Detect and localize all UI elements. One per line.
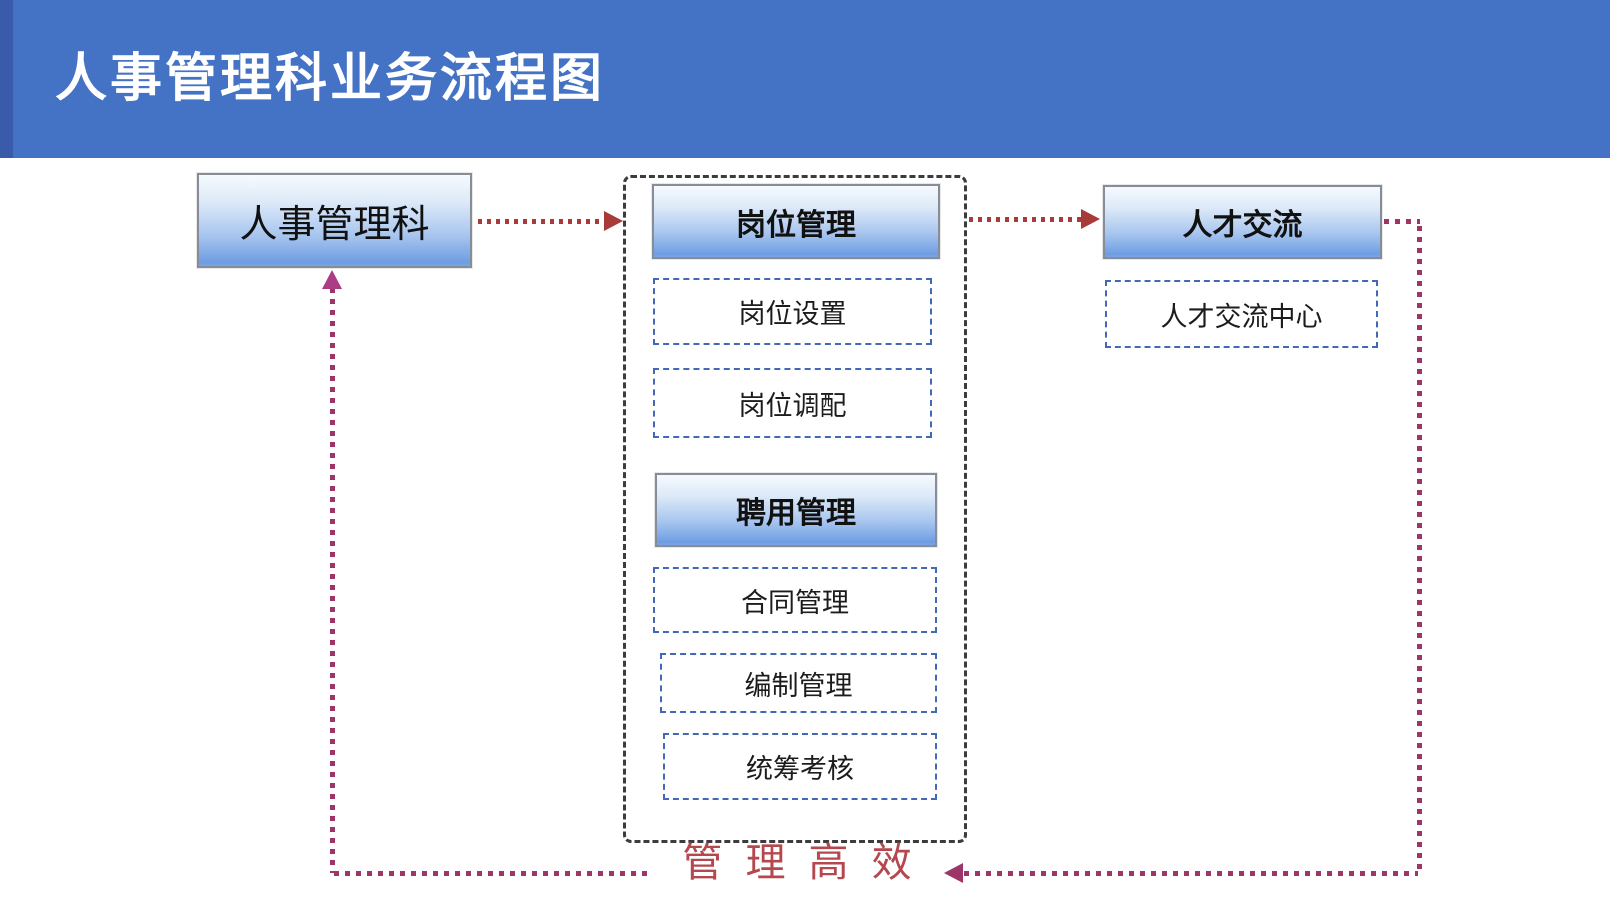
connector-bottom-left-horizontal (334, 871, 652, 876)
arrowhead-right-into-talent-icon (1081, 209, 1100, 229)
page-title: 人事管理科业务流程图 (55, 50, 606, 108)
title-banner: 人事管理科业务流程图 (0, 0, 1610, 158)
group-container (623, 175, 967, 843)
node-staffing-management: 编制管理 (660, 653, 937, 713)
node-personnel-dept: 人事管理科 (197, 173, 472, 268)
node-overall-assessment: 统筹考核 (663, 733, 937, 800)
node-position-allocation: 岗位调配 (653, 368, 932, 438)
connector-right-vertical (1417, 226, 1422, 872)
node-talent-exchange: 人才交流 (1103, 185, 1382, 259)
connector-talent-out-right (1384, 219, 1420, 224)
node-position-setup: 岗位设置 (653, 278, 932, 345)
node-employment-management: 聘用管理 (655, 473, 937, 547)
connector-left-vertical (330, 288, 335, 873)
banner-left-edge (0, 0, 13, 158)
node-talent-exchange-center: 人才交流中心 (1105, 280, 1378, 348)
node-contract-management: 合同管理 (653, 567, 937, 633)
arrowhead-left-into-slogan-icon (944, 863, 963, 883)
connector-bottom-right-horizontal (964, 871, 1418, 876)
connector-group-to-talent (969, 217, 1083, 222)
arrowhead-right-into-group-icon (604, 211, 623, 231)
node-position-management: 岗位管理 (652, 184, 940, 259)
slogan-efficient-management: 管 理 高 效 (682, 841, 918, 885)
arrowhead-up-into-personnel-icon (322, 270, 342, 289)
connector-personnel-to-group (478, 219, 606, 224)
